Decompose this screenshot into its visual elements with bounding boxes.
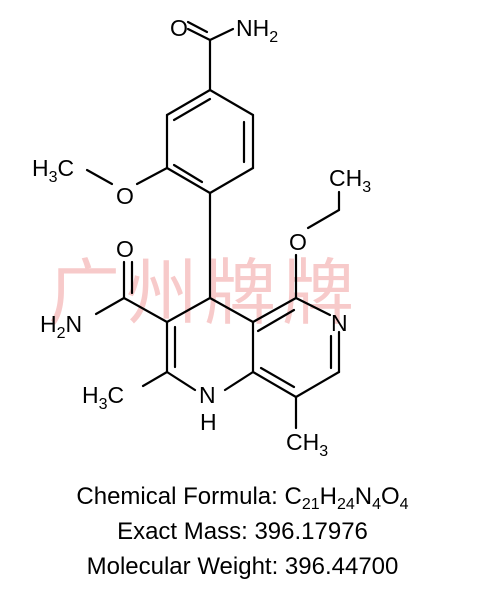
chemical-formula: Chemical Formula: C21H24N4O4 <box>0 485 485 513</box>
atom-nh2-top: NH2 <box>236 15 278 46</box>
formula-n-count: 4 <box>372 496 381 513</box>
molecular-weight: Molecular Weight: 396.44700 <box>86 553 399 580</box>
atom-h2n-left: H2N <box>40 311 82 342</box>
atom-n-ring: N <box>331 310 348 336</box>
atom-o-amide-top: O <box>170 15 188 41</box>
atom-nh-h: H <box>200 409 217 435</box>
formula-c-count: 21 <box>301 496 320 513</box>
formula-o: O <box>381 483 400 510</box>
atom-o-ethoxy: O <box>289 229 307 255</box>
formula-label: Chemical Formula: <box>76 483 285 510</box>
exact-mass: Exact Mass: 396.17976 <box>117 518 368 545</box>
atom-nh-n: N <box>199 382 216 408</box>
atom-h3c-methoxy: H3C <box>32 155 74 186</box>
atom-ch3-ethoxy: CH3 <box>329 165 371 196</box>
formula-h: H <box>319 483 337 510</box>
formula-o-count: 4 <box>399 496 409 513</box>
watermark-text: 广州牌牌 <box>48 251 360 335</box>
formula-n: N <box>354 483 373 510</box>
atom-h3c-ring: H3C <box>82 382 124 413</box>
formula-h-count: 24 <box>336 496 355 513</box>
atom-ch3-bottom: CH3 <box>286 429 328 460</box>
atom-o-methoxy: O <box>116 183 134 209</box>
atom-labels: O NH2 H3C O CH3 O O H2N N H3C N H CH3 <box>32 15 371 460</box>
bond-lines <box>85 20 341 430</box>
atom-o-amide-left: O <box>116 236 134 262</box>
formula-c: C <box>284 483 302 510</box>
